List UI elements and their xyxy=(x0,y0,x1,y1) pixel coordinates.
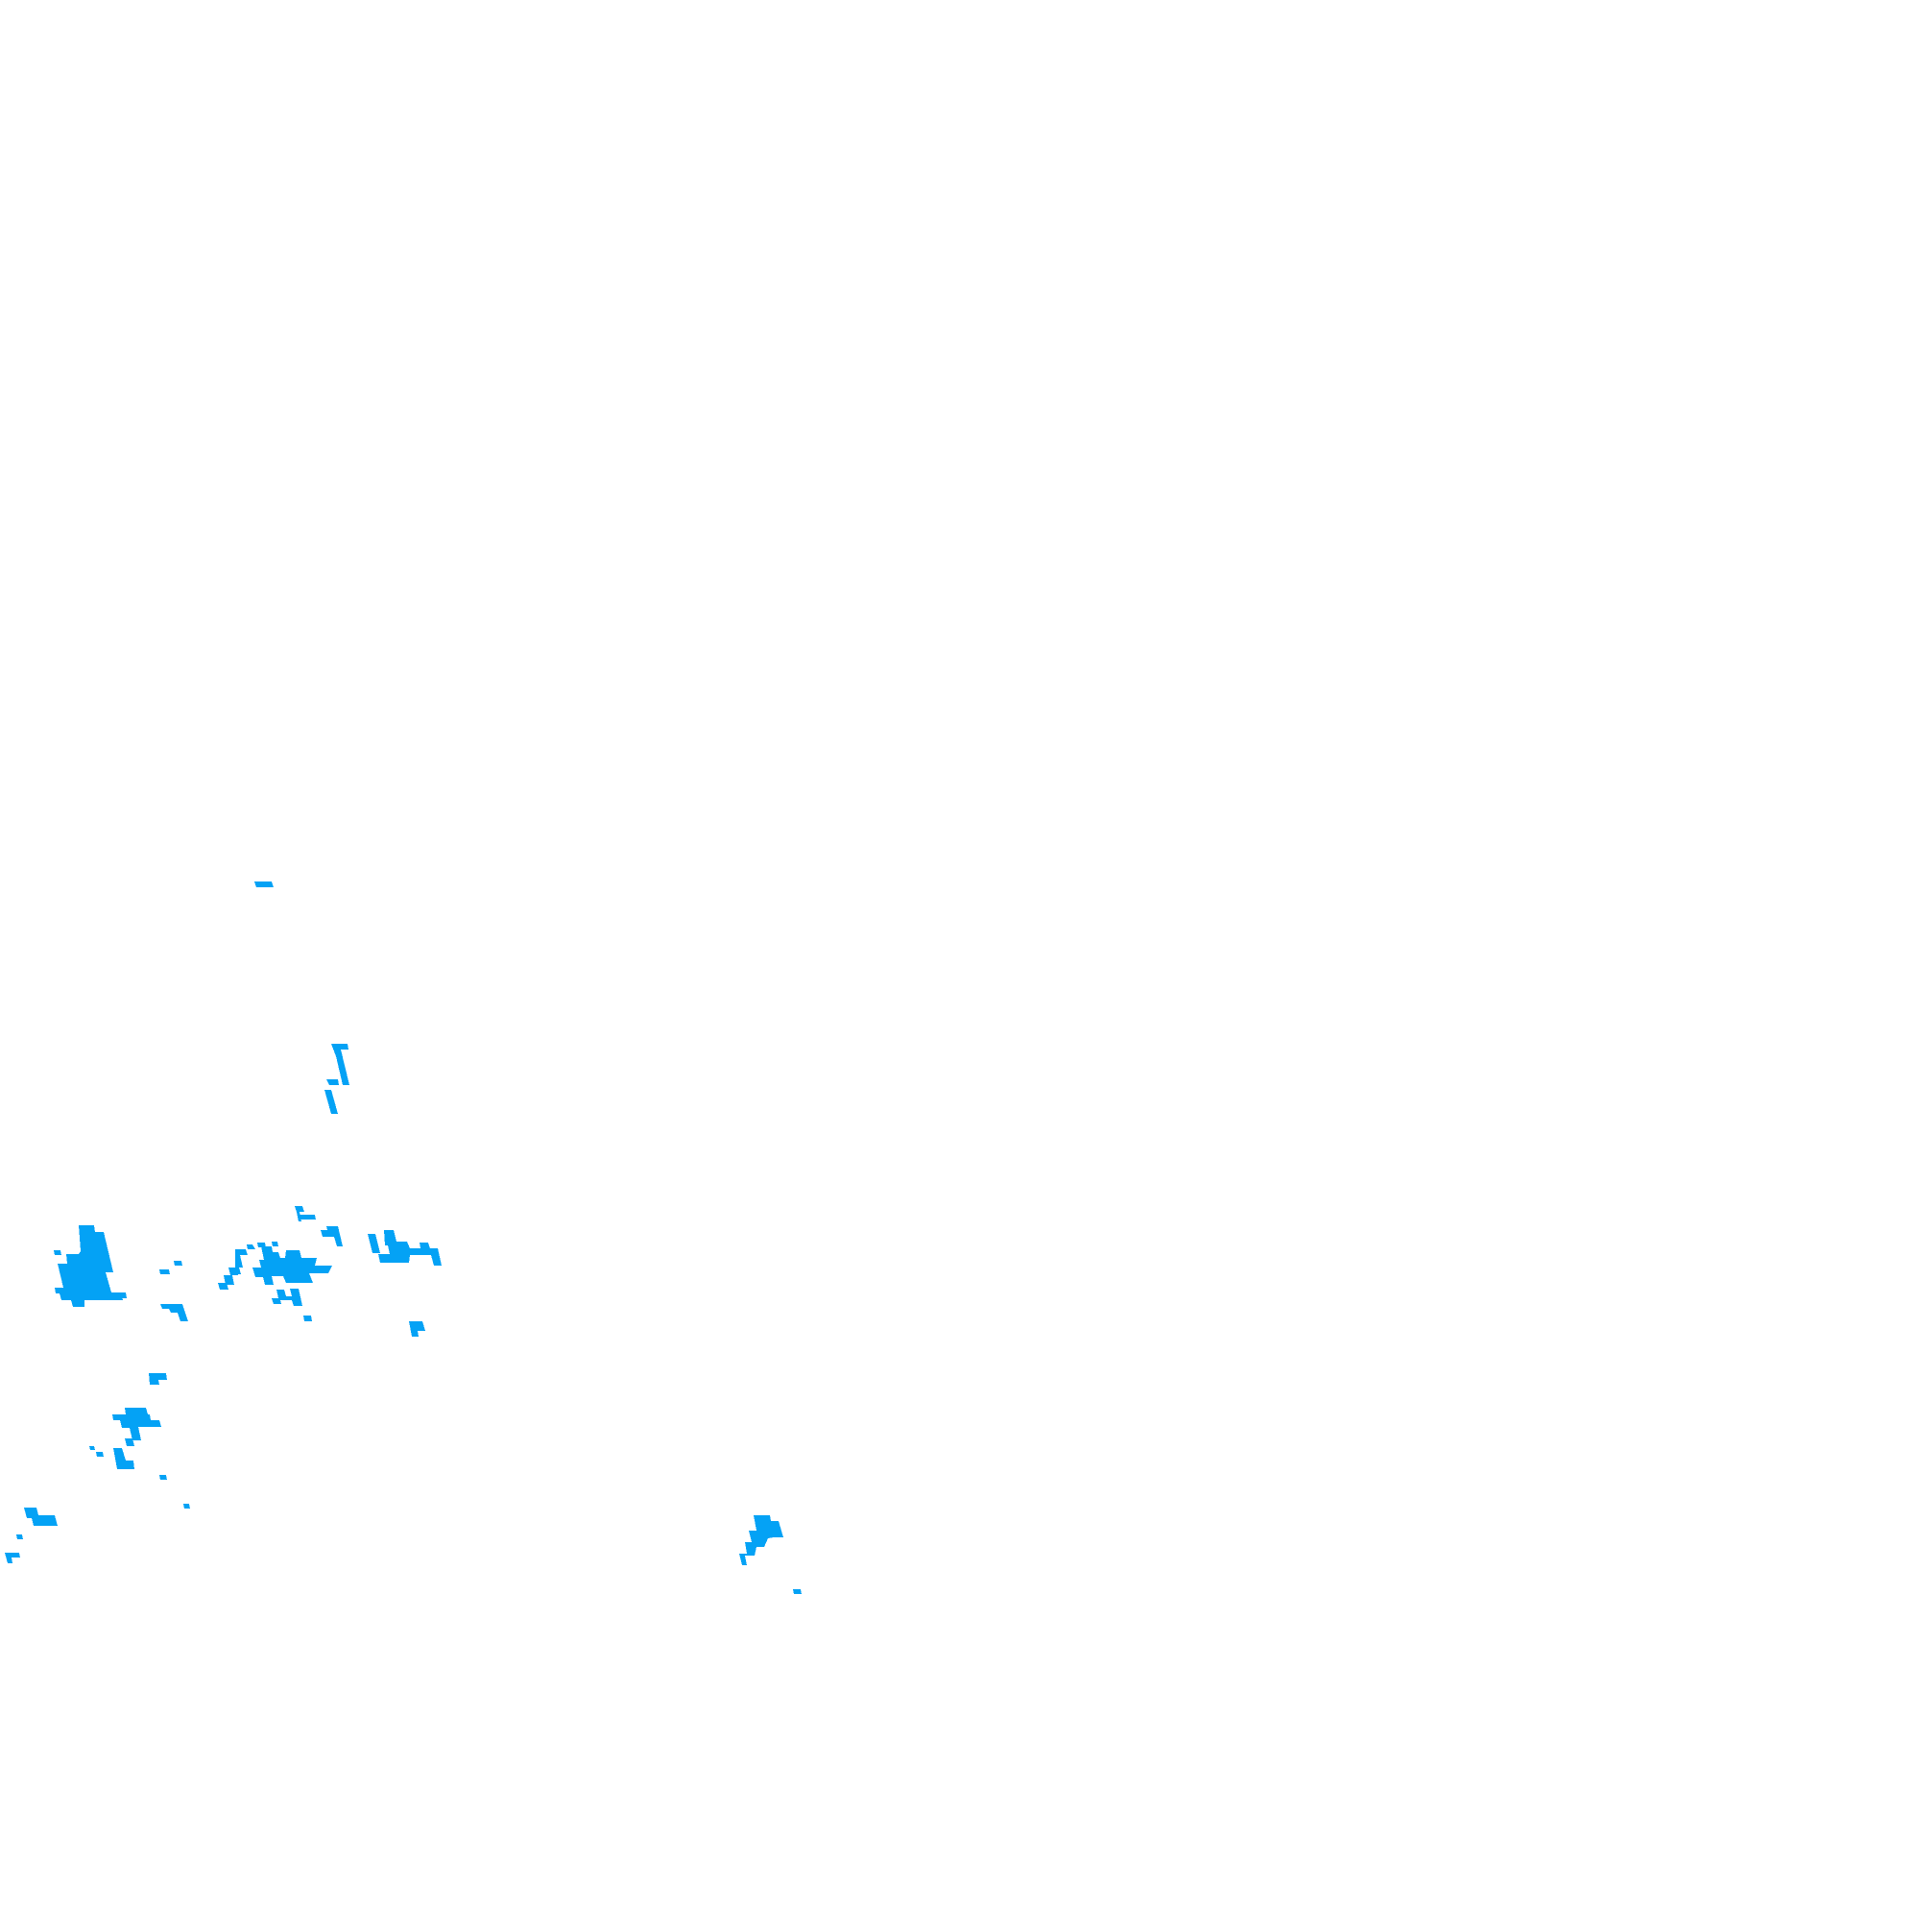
coverage-patch xyxy=(149,1373,167,1385)
coverage-patch xyxy=(125,1438,134,1446)
coverage-patch xyxy=(24,1508,58,1526)
coverage-patch xyxy=(257,1243,266,1247)
coverage-patch xyxy=(174,1261,182,1266)
coverage-patch xyxy=(324,1090,338,1114)
coverage-patch xyxy=(235,1249,248,1268)
coverage-patch xyxy=(331,1044,349,1085)
coverage-patch xyxy=(113,1448,134,1469)
coverage-patch xyxy=(297,1212,301,1221)
coverage-patch xyxy=(254,881,274,887)
coverage-patch xyxy=(112,1408,161,1440)
coverage-patch xyxy=(409,1321,425,1337)
coverage-patch xyxy=(96,1452,104,1457)
coverage-patch xyxy=(793,1589,802,1594)
coverage-patch xyxy=(55,1225,123,1307)
coverage-patch xyxy=(159,1269,170,1274)
coverage-patch xyxy=(368,1234,380,1253)
coverage-patch xyxy=(303,1316,312,1321)
coverage-patch xyxy=(228,1268,241,1274)
coverage-patch xyxy=(224,1275,234,1285)
coverage-patches xyxy=(5,881,802,1594)
coverage-patch xyxy=(16,1534,23,1539)
coverage-patch xyxy=(300,1215,316,1220)
coverage-patch xyxy=(183,1504,190,1509)
coverage-patch xyxy=(252,1246,332,1285)
coverage-patch xyxy=(295,1206,304,1212)
coverage-patch xyxy=(218,1283,228,1290)
coverage-patch xyxy=(272,1289,302,1306)
coverage-patch xyxy=(272,1242,278,1246)
coverage-patch xyxy=(378,1230,442,1266)
coverage-patch xyxy=(321,1226,343,1246)
coverage-patch xyxy=(63,1266,71,1269)
coverage-patch xyxy=(160,1304,188,1321)
coverage-patch xyxy=(54,1250,61,1255)
coverage-patch xyxy=(247,1244,255,1249)
coverage-patch xyxy=(739,1515,783,1565)
coverage-patch xyxy=(120,1292,127,1298)
coverage-patch xyxy=(5,1553,20,1563)
coverage-patch xyxy=(159,1475,167,1480)
coverage-patch xyxy=(326,1079,339,1085)
coverage-patch xyxy=(89,1446,95,1450)
